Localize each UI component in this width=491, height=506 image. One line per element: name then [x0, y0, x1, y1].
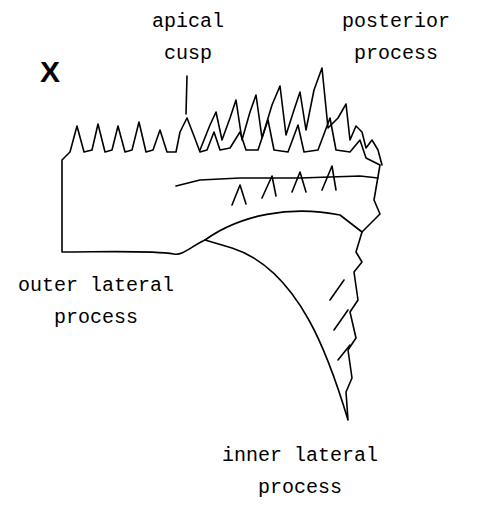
posterior-denticles [200, 68, 382, 165]
denticle-bases [176, 176, 378, 186]
figure-letter: X [30, 56, 70, 88]
leader-line [186, 76, 187, 114]
part-label: apical cusp [143, 6, 233, 70]
element-outline [62, 118, 380, 420]
part-label: inner lateral process [210, 440, 390, 504]
ridge-denticles [232, 166, 336, 205]
part-label: posterior process [331, 6, 461, 70]
part-label: outer lateral process [6, 270, 186, 334]
process-serration [330, 280, 350, 360]
inner-ridge [205, 211, 362, 240]
